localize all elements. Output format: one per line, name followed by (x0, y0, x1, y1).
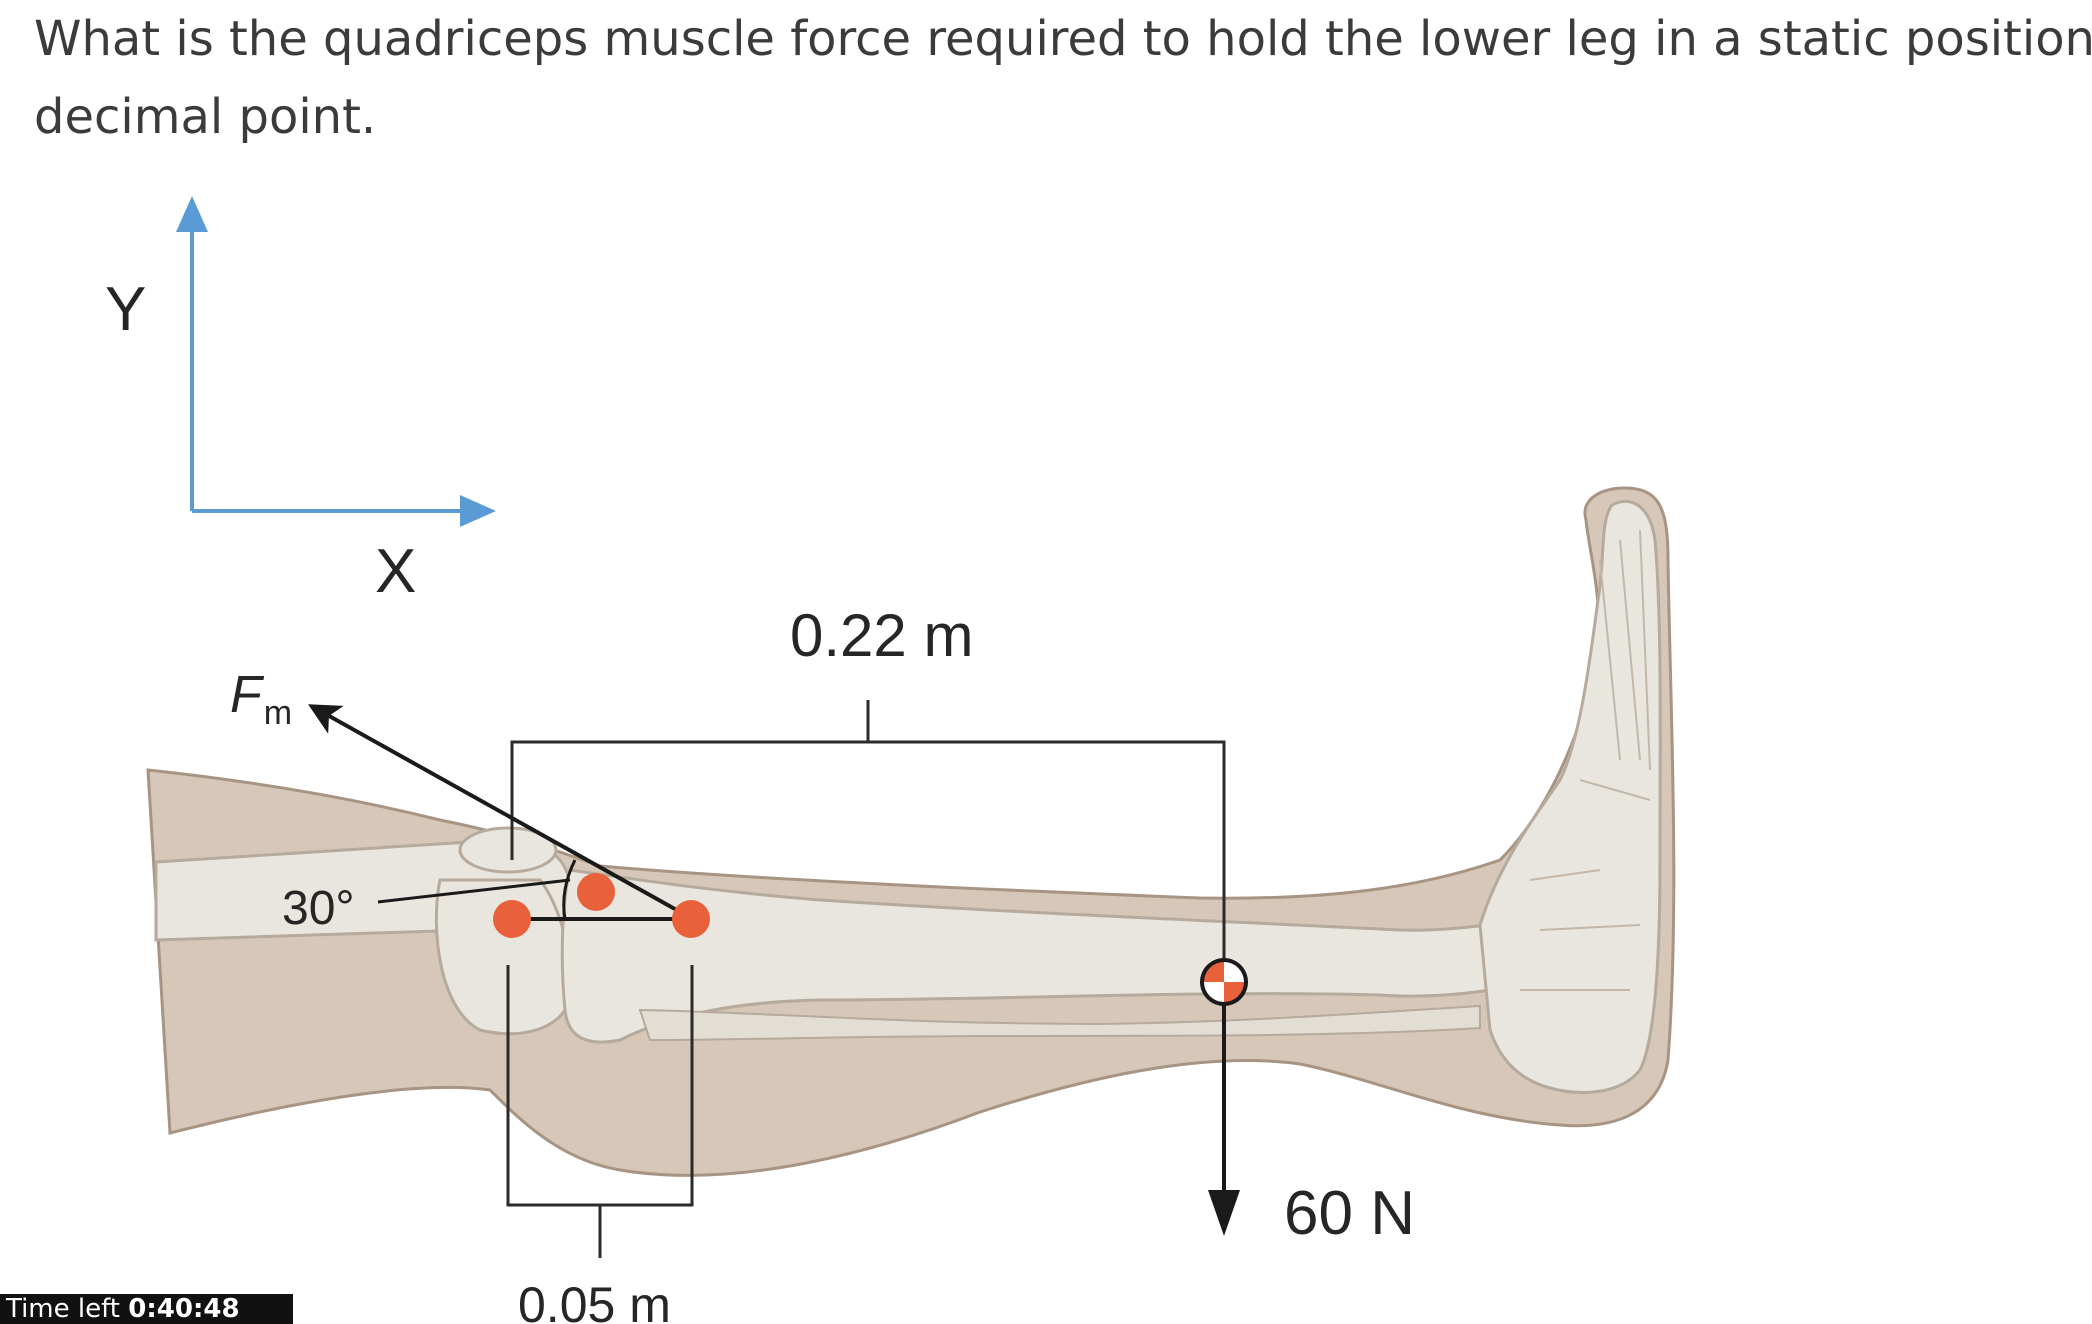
force-label-sub: m (264, 694, 292, 732)
bracket-0-22m (510, 700, 1226, 982)
foot-bone-lines (1520, 529, 1651, 991)
time-left-prefix: Time left (6, 1294, 129, 1324)
leg-illustration (146, 486, 1676, 1177)
center-of-mass-icon (1200, 958, 1248, 1006)
measurement-brackets: 0.22 m 0.05 m (506, 602, 1226, 1324)
force-label: Fm (230, 666, 292, 732)
muscle-force-vector: 30° Fm (230, 666, 692, 935)
patella-bone (458, 826, 558, 874)
distance-label-0-22m: 0.22 m (790, 602, 973, 669)
coordinate-axes: Y X (105, 196, 496, 606)
x-axis-label: X (375, 537, 416, 606)
question-text: What is the quadriceps muscle force requ… (34, 0, 2092, 156)
muscle-insertion-marker (672, 900, 710, 938)
bracket-0-05m (506, 965, 694, 1258)
foot-bones (1478, 499, 1662, 1094)
muscle-force-arrow (308, 704, 692, 920)
question-line-2: decimal point. (34, 89, 377, 145)
fibula-bone (638, 1004, 1481, 1042)
distance-label-0-05m: 0.05 m (518, 1277, 671, 1324)
time-left-value: 0:40:48 (128, 1294, 240, 1324)
angle-leader-line (377, 878, 571, 904)
weight-label: 60 N (1284, 1179, 1415, 1248)
weight-vector: 60 N (1200, 958, 1415, 1248)
knee-joint-center-marker (493, 900, 531, 938)
tibia-bone (560, 868, 1522, 1044)
question-line-1: What is the quadriceps muscle force requ… (34, 11, 2092, 67)
angle-label: 30° (282, 882, 355, 935)
force-label-main: F (230, 666, 265, 724)
angle-arc (562, 859, 577, 920)
y-axis-label: Y (105, 275, 146, 344)
patella-marker (577, 873, 615, 911)
weight-arrow-head (1208, 1190, 1240, 1236)
time-left-indicator: Time left 0:40:48 (0, 1294, 293, 1324)
joint-markers (493, 873, 710, 938)
